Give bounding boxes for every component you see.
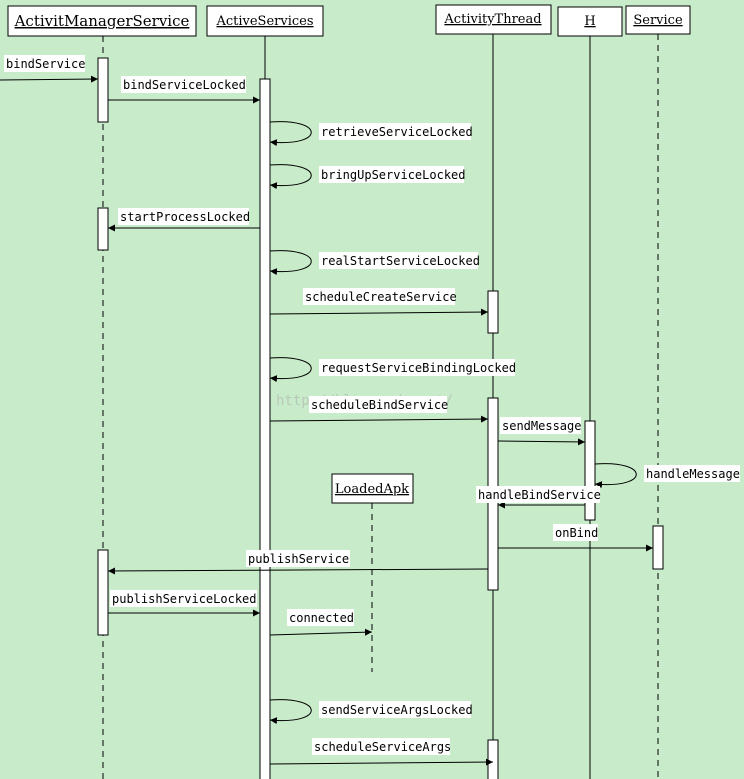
activity-thread-activation-3 — [487, 739, 499, 779]
message-start-process-locked-label: startProcessLocked — [120, 210, 250, 224]
message-schedule-service-args-label: scheduleServiceArgs — [314, 740, 451, 754]
message-bind-service: bindService — [0, 55, 99, 83]
message-start-process-locked: startProcessLocked — [108, 208, 260, 232]
ams-activation-2 — [97, 207, 109, 251]
message-real-start-service-locked-label: realStartServiceLocked — [321, 254, 480, 268]
participant-h-label: H — [584, 14, 595, 29]
message-handle-bind-service-label: handleBindService — [478, 488, 601, 502]
message-retrieve-service-locked: retrieveServiceLocked — [269, 121, 473, 147]
message-bind-service-label: bindService — [6, 57, 85, 71]
message-publish-service: publishService — [107, 550, 489, 575]
service-activation — [652, 525, 664, 570]
participant-loaded-apk-label: LoadedApk — [335, 482, 409, 497]
message-send-service-args-locked: sendServiceArgsLocked — [269, 699, 473, 725]
message-schedule-create-service-label: scheduleCreateService — [305, 290, 457, 304]
message-publish-service-locked: publishServiceLocked — [108, 590, 260, 617]
active-services-activation — [259, 78, 271, 779]
message-schedule-bind-service: scheduleBindService — [269, 396, 489, 423]
message-bind-service-locked-label: bindServiceLocked — [123, 78, 246, 92]
message-publish-service-label: publishService — [248, 552, 349, 566]
message-schedule-service-args: scheduleServiceArgs — [269, 738, 494, 766]
participant-service: Service — [625, 5, 691, 35]
participant-loaded-apk: LoadedApk — [331, 473, 414, 504]
message-retrieve-service-locked-label: retrieveServiceLocked — [321, 125, 473, 139]
message-connected: connected — [269, 609, 373, 636]
message-send-message-label: sendMessage — [502, 419, 581, 433]
participant-h: H — [557, 6, 623, 37]
message-bind-service-locked: bindServiceLocked — [108, 76, 260, 104]
message-send-service-args-locked-label: sendServiceArgsLocked — [321, 703, 473, 717]
message-request-service-binding-locked-label: requestServiceBindingLocked — [321, 361, 516, 375]
message-publish-service-locked-label: publishServiceLocked — [112, 592, 257, 606]
message-request-service-binding-locked: requestServiceBindingLocked — [269, 357, 516, 383]
ams-activation-3 — [97, 549, 109, 636]
message-handle-message-label: handleMessage — [646, 467, 740, 481]
message-on-bind: onBind — [498, 524, 653, 552]
message-schedule-create-service: scheduleCreateService — [269, 288, 489, 316]
message-schedule-bind-service-label: scheduleBindService — [311, 398, 448, 412]
ams-activation-1 — [97, 57, 109, 123]
message-send-message: sendMessage — [497, 417, 586, 446]
participant-activity-thread: ActivityThread — [435, 4, 552, 35]
message-bring-up-service-locked: bringUpServiceLocked — [269, 164, 466, 190]
message-handle-message: handleMessage — [594, 463, 740, 489]
participant-active-services: ActiveServices — [206, 5, 324, 37]
message-on-bind-label: onBind — [555, 526, 598, 540]
participant-active-services-label: ActiveServices — [215, 14, 313, 29]
participant-service-label: Service — [633, 13, 683, 28]
participant-ams: ActivitManagerService — [7, 5, 197, 37]
activity-thread-activation-1 — [487, 290, 499, 334]
message-real-start-service-locked: realStartServiceLocked — [269, 250, 480, 276]
message-handle-bind-service: handleBindService — [476, 486, 601, 509]
message-bring-up-service-locked-label: bringUpServiceLocked — [321, 168, 466, 182]
participant-ams-label: ActivitManagerService — [14, 12, 190, 30]
h-activation — [584, 420, 596, 521]
participant-activity-thread-label: ActivityThread — [443, 12, 541, 27]
message-connected-label: connected — [289, 611, 354, 625]
